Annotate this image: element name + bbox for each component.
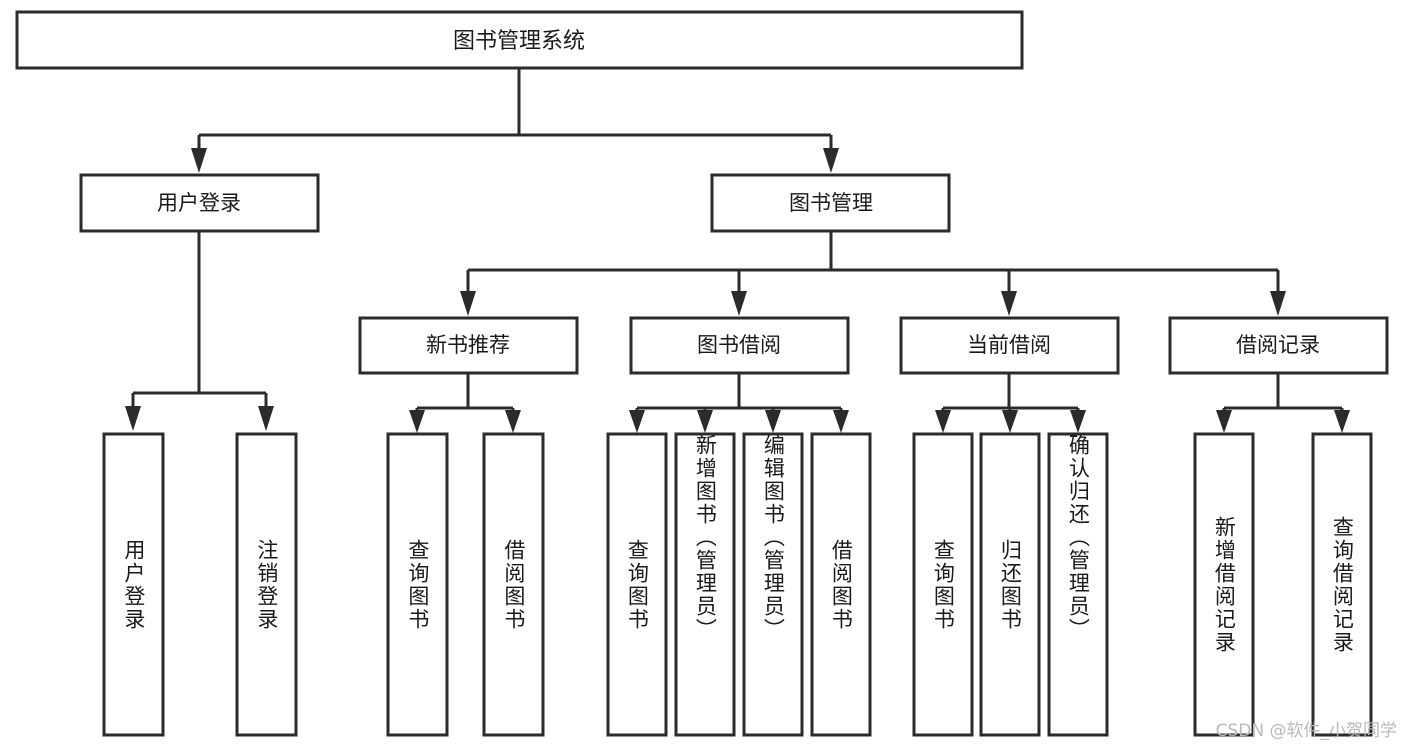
leaf-box-user-login-2[interactable] — [235, 432, 298, 737]
node-book-manage[interactable]: 图书管理 — [710, 173, 951, 233]
arrow-n2 — [505, 410, 521, 433]
book-manage-box — [710, 173, 951, 233]
node-borrow-record[interactable]: 借阅记录 — [1168, 316, 1389, 375]
node-new-book-recommend[interactable]: 新书推荐 — [358, 316, 579, 375]
current-borrow-box — [899, 316, 1120, 375]
arrow-b2 — [697, 410, 713, 433]
arrow-r2 — [1334, 410, 1350, 433]
arrow-l3-3 — [1001, 291, 1017, 316]
arrow-u2 — [258, 406, 274, 431]
leaf-box-cb-2[interactable] — [979, 432, 1041, 737]
book-borrow-label: 图书借阅 — [697, 333, 781, 357]
new-book-recommend-box — [358, 316, 579, 375]
leaf-box-bb-1[interactable] — [606, 432, 668, 737]
user-login-label: 用户登录 — [157, 191, 241, 215]
arrow-l3-1 — [460, 291, 476, 316]
leaf-box-user-login-1[interactable] — [102, 432, 165, 737]
arrow-l3-4 — [1270, 291, 1286, 316]
book-manage-label: 图书管理 — [789, 191, 873, 215]
arrow-c3 — [1070, 410, 1086, 433]
arrow-n1 — [409, 410, 425, 433]
arrow-u1 — [125, 406, 141, 431]
arrow-book-manage — [823, 148, 839, 173]
root-label: 图书管理系统 — [453, 29, 585, 54]
node-current-borrow[interactable]: 当前借阅 — [899, 316, 1120, 375]
arrow-c1 — [935, 410, 951, 433]
book-borrow-box — [629, 316, 850, 375]
arrow-r1 — [1216, 410, 1232, 433]
borrow-record-label: 借阅记录 — [1236, 333, 1320, 357]
leaf-box-cb-1[interactable] — [912, 432, 974, 737]
node-root[interactable]: 图书管理系统 — [15, 10, 1024, 70]
node-user-login[interactable]: 用户登录 — [79, 173, 320, 233]
leaf-box-br-2[interactable] — [1311, 432, 1373, 737]
root-box — [15, 10, 1024, 70]
leaf-box-nbr-1[interactable] — [386, 432, 449, 737]
arrow-c2 — [1002, 410, 1018, 433]
leaf-box-bb-4[interactable] — [810, 432, 872, 737]
arrow-b1 — [629, 410, 645, 433]
leaf-box-br-1[interactable] — [1193, 432, 1255, 737]
leaf-box-bb-3[interactable] — [742, 432, 804, 737]
arrow-b4 — [833, 410, 849, 433]
leaf-box-nbr-2[interactable] — [482, 432, 545, 737]
node-book-borrow[interactable]: 图书借阅 — [629, 316, 850, 375]
current-borrow-label: 当前借阅 — [967, 333, 1051, 357]
new-book-recommend-label: 新书推荐 — [426, 333, 510, 357]
leaf-box-bb-2[interactable] — [674, 432, 736, 737]
leaf-box-cb-3[interactable] — [1047, 432, 1109, 737]
arrow-user-login — [191, 148, 207, 173]
arrow-l3-2 — [731, 291, 747, 316]
arrow-b3 — [765, 410, 781, 433]
borrow-record-box — [1168, 316, 1389, 375]
